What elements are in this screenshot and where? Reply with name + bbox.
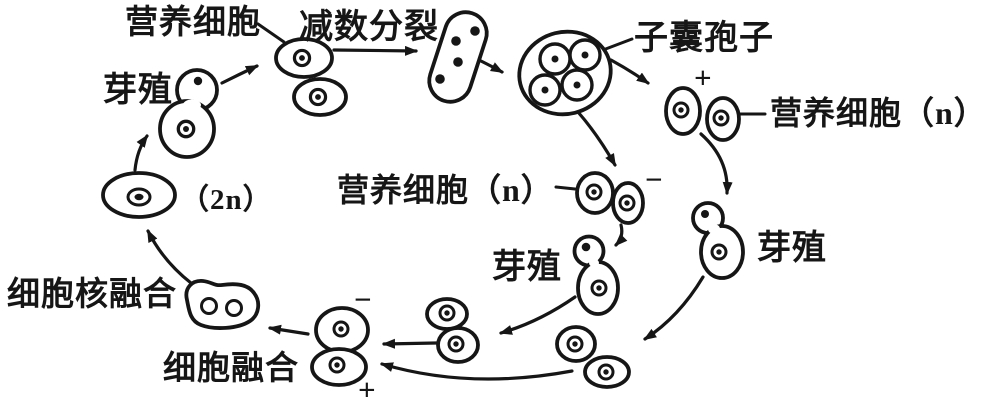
flow-arrows — [133, 45, 733, 381]
plus-line-cell-pair — [555, 325, 631, 389]
arrow-ascus-to-minus-spores — [576, 110, 617, 167]
nucleus — [672, 101, 690, 119]
arrow-plus-line-to-fusion — [380, 362, 574, 381]
ascospore-cell — [560, 68, 594, 102]
plus-spore-pair — [664, 86, 741, 142]
label-connectors — [256, 22, 767, 191]
meiosis-capsule-cell — [427, 10, 489, 104]
minus-sign-mating: − — [354, 282, 372, 317]
spore-dot — [453, 57, 463, 67]
arrow-right-budding-down — [643, 275, 705, 341]
minus-sign-spore: − — [645, 162, 663, 197]
arrow-plus-to-right-budding — [699, 132, 733, 195]
plus-sign-mating: + — [358, 372, 376, 406]
nucleus — [328, 356, 346, 374]
arrow-minus-line-to-fusion — [382, 338, 438, 349]
nucleus — [597, 363, 615, 381]
nucleus — [710, 243, 728, 261]
vegetative-cell-top-second — [292, 77, 348, 117]
nucleus — [590, 279, 608, 297]
label-cell-fusion: 细胞融合 — [163, 349, 299, 387]
bud-dot — [193, 76, 203, 86]
text-labels: 营养细胞 减数分裂 芽殖 子囊孢子 营养细胞（n） 芽殖 营养细胞（n） 芽殖 … — [7, 3, 987, 406]
minus-spore-pair — [575, 171, 645, 225]
minus-line-cell-pair — [425, 297, 480, 364]
nucleus — [292, 48, 312, 68]
arrow-fused-to-2n — [146, 229, 193, 285]
ascospore-cell — [538, 42, 572, 76]
nucleus — [566, 335, 584, 353]
nucleus — [225, 299, 243, 317]
nucleus — [618, 194, 636, 212]
ascospore-cell — [568, 38, 602, 72]
fused-binucleate-cell — [184, 279, 261, 330]
nucleus — [712, 109, 730, 127]
arrow-mid-budding-down — [499, 295, 577, 335]
ascus — [517, 29, 613, 117]
budding-cell-left — [158, 68, 219, 159]
label-vegetative-cell-n-mid: 营养细胞（n） — [337, 172, 554, 208]
budding-cell-right — [691, 201, 745, 280]
arrow-2n-to-budding — [133, 134, 149, 172]
label-budding-right: 芽殖 — [757, 229, 827, 267]
label-vegetative-cell-n-right: 营养细胞（n） — [770, 95, 987, 131]
arrow-capsule-to-ascus — [479, 59, 504, 74]
nucleus — [332, 320, 350, 338]
vegetative-cell-top — [274, 37, 334, 79]
arrow-minus-to-mid-budding — [614, 223, 628, 247]
connector-vegetative-label — [256, 22, 286, 44]
nucleus — [447, 335, 465, 353]
nucleus — [438, 304, 456, 322]
spore-dot — [451, 36, 461, 46]
bud-dot — [581, 242, 591, 252]
label-nuclear-fusion: 细胞核融合 — [7, 275, 177, 313]
nucleus — [308, 87, 328, 107]
arrow-fusion-to-fused-cell — [268, 324, 310, 336]
arrow-ascus-to-plus-spores — [609, 58, 650, 85]
connector-vegetative-n-mid — [554, 185, 577, 191]
label-budding-mid: 芽殖 — [492, 248, 562, 286]
nucleus — [200, 297, 218, 315]
ascospore-cell — [528, 73, 562, 107]
spore-dot — [470, 26, 480, 36]
arrow-meiosis — [332, 45, 418, 56]
label-budding-left: 芽殖 — [103, 71, 173, 109]
label-meiosis: 减数分裂 — [299, 8, 439, 46]
arrow-budding-to-vegetative — [220, 64, 259, 85]
label-ascospore: 子囊孢子 — [634, 19, 774, 57]
bud-dot — [701, 210, 709, 218]
label-vegetative-cell-top: 营养细胞 — [125, 3, 261, 41]
spore-dot — [435, 74, 445, 84]
label-diploid-2n: （2n） — [180, 183, 273, 216]
connector-ascospore-label — [601, 37, 634, 52]
plus-sign-spore: + — [694, 60, 712, 95]
fusion-cell-pair — [310, 306, 370, 387]
nucleus — [585, 183, 603, 201]
diploid-cell — [101, 171, 177, 219]
budding-cell-mid — [572, 234, 620, 316]
nucleus — [176, 119, 196, 139]
